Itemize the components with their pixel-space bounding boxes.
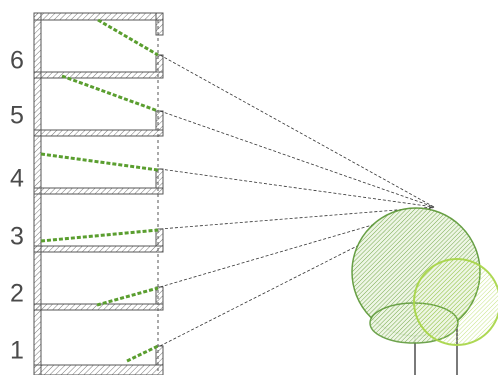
floor-label-1: 1	[10, 337, 24, 365]
floor-label-2: 2	[10, 280, 24, 308]
floor-slab	[33, 187, 164, 195]
sight-line-floor-2	[96, 286, 159, 307]
floor-slabs	[33, 54, 164, 375]
sight-line-floor-6	[97, 18, 159, 57]
tree-canopy-icon	[351, 207, 498, 375]
roof-slab	[33, 12, 164, 21]
floor-label-4: 4	[10, 165, 24, 193]
floor-slab	[33, 245, 164, 253]
sight-line-floor-1	[126, 344, 159, 363]
projection-line	[159, 110, 435, 208]
facade-stub	[155, 110, 164, 131]
facade-stub	[155, 286, 164, 305]
projection-line	[159, 168, 435, 208]
projection-line	[159, 54, 435, 208]
floor-slab	[33, 129, 164, 137]
sight-line-floor-5	[61, 74, 159, 113]
floor-label-6: 6	[10, 47, 24, 75]
ground-slab	[33, 364, 164, 375]
roof-parapet	[155, 12, 164, 36]
floor-label-3: 3	[10, 223, 24, 251]
floor-label-5: 5	[10, 102, 24, 130]
tree-canopy-light	[413, 258, 498, 346]
facade-stub	[155, 54, 164, 73]
facade-stub	[155, 345, 164, 366]
floor-labels: 6 5 4 3 2 1	[10, 47, 24, 365]
sight-line-floor-3	[40, 228, 159, 243]
floor-slab	[33, 71, 164, 79]
projection-line	[159, 206, 435, 230]
sight-line-floor-4	[40, 152, 159, 172]
facade-stub	[155, 168, 164, 189]
sight-lines	[40, 18, 159, 363]
facade-stub	[155, 228, 164, 247]
